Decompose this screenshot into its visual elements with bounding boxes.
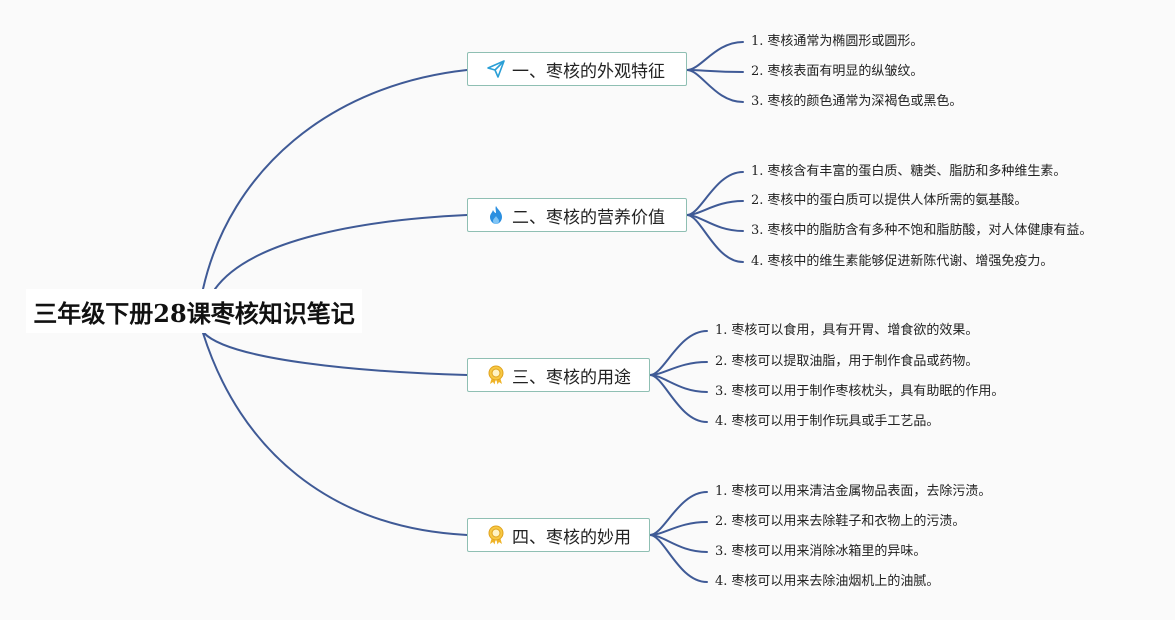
branch-tricks[interactable]: 四、枣核的妙用 xyxy=(467,518,650,552)
list-item: 4.枣核可以用于制作玩具或手工艺品。 xyxy=(715,414,940,429)
list-item: 3.枣核可以用来消除冰箱里的异味。 xyxy=(715,544,927,559)
branch-uses[interactable]: 三、枣核的用途 xyxy=(467,358,650,392)
branch-label: 三、枣核的用途 xyxy=(512,367,631,388)
branch-to-leaf-connector xyxy=(686,171,744,216)
list-item: 2.枣核表面有明显的纵皱纹。 xyxy=(751,64,924,79)
root-to-branch-connector xyxy=(214,214,468,290)
branch-to-leaf-connector xyxy=(686,69,744,73)
list-item: 3.枣核的颜色通常为深褐色或黑色。 xyxy=(751,94,963,109)
branch-to-leaf-connector xyxy=(649,361,708,376)
branch-label: 一、枣核的外观特征 xyxy=(512,61,665,82)
paper-plane-icon xyxy=(486,59,506,79)
branch-to-leaf-connector xyxy=(649,534,708,553)
branch-to-leaf-connector xyxy=(649,374,708,423)
branch-to-leaf-connector xyxy=(686,69,744,103)
list-item: 1.枣核通常为椭圆形或圆形。 xyxy=(751,34,924,49)
branch-to-leaf-connector xyxy=(649,374,708,393)
root-title: 三年级下册28课枣核知识笔记 xyxy=(33,298,355,328)
branch-to-leaf-connector xyxy=(649,491,708,536)
list-item: 3.枣核可以用于制作枣核枕头，具有助眠的作用。 xyxy=(715,384,1005,399)
flame-icon xyxy=(486,205,506,225)
root-to-branch-connector xyxy=(202,332,468,536)
root-to-branch-connector xyxy=(202,69,468,290)
root-topic[interactable]: 三年级下册28课枣核知识笔记 xyxy=(26,289,362,333)
list-item: 1.枣核可以用来清洁金属物品表面，去除污渍。 xyxy=(715,484,992,499)
branch-appearance[interactable]: 一、枣核的外观特征 xyxy=(467,52,687,86)
branch-to-leaf-connector xyxy=(686,214,744,232)
branch-to-leaf-connector xyxy=(649,330,708,376)
award-ribbon-icon xyxy=(486,525,506,545)
branch-to-leaf-connector xyxy=(686,200,744,216)
list-item: 4.枣核中的维生素能够促进新陈代谢、增强免疫力。 xyxy=(751,254,1054,269)
list-item: 1.枣核可以食用，具有开胃、增食欲的效果。 xyxy=(715,323,979,338)
branch-to-leaf-connector xyxy=(686,214,744,263)
branch-label: 四、枣核的妙用 xyxy=(512,527,631,548)
root-to-branch-connector xyxy=(203,332,468,376)
branch-to-leaf-connector xyxy=(686,41,744,71)
branch-to-leaf-connector xyxy=(649,534,708,583)
branch-label: 二、枣核的营养价值 xyxy=(512,207,665,228)
list-item: 3.枣核中的脂肪含有多种不饱和脂肪酸，对人体健康有益。 xyxy=(751,223,1093,238)
list-item: 2.枣核可以用来去除鞋子和衣物上的污渍。 xyxy=(715,514,966,529)
branch-nutrition[interactable]: 二、枣核的营养价值 xyxy=(467,198,687,232)
list-item: 4.枣核可以用来去除油烟机上的油腻。 xyxy=(715,574,940,589)
branch-to-leaf-connector xyxy=(649,521,708,536)
list-item: 1.枣核含有丰富的蛋白质、糖类、脂肪和多种维生素。 xyxy=(751,164,1067,179)
award-ribbon-icon xyxy=(486,365,506,385)
list-item: 2.枣核中的蛋白质可以提供人体所需的氨基酸。 xyxy=(751,193,1028,208)
list-item: 2.枣核可以提取油脂，用于制作食品或药物。 xyxy=(715,354,979,369)
